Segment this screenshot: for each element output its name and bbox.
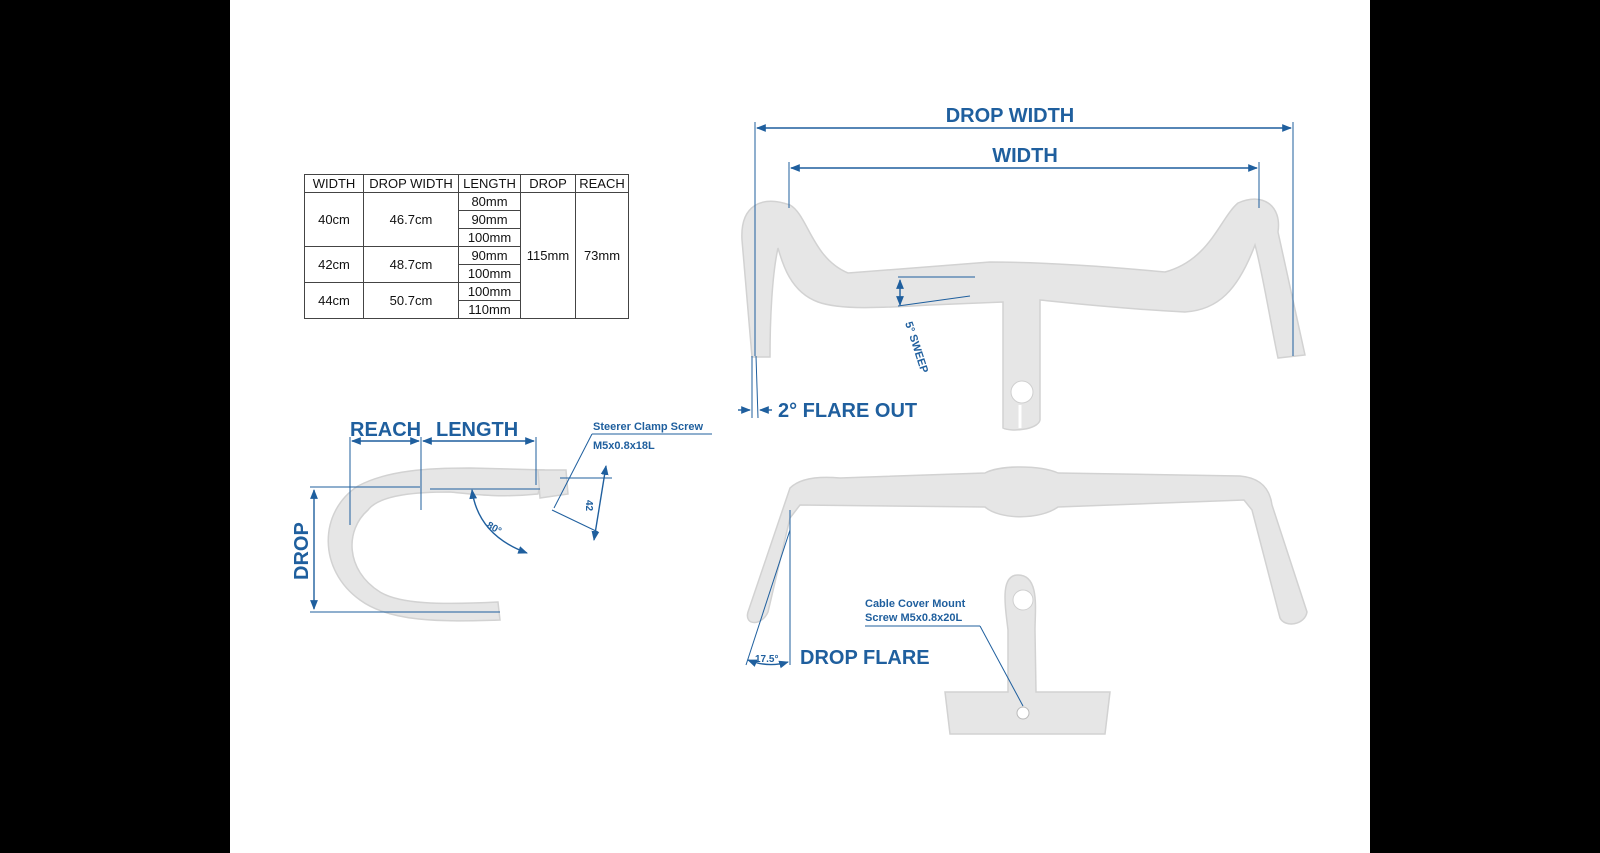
cell-dropwidth-467: 46.7cm: [363, 192, 459, 247]
cable-cover-callout: Cable Cover Mount Screw M5x0.8x20L: [865, 598, 1024, 707]
reach-length-dimension: REACH LENGTH: [349, 419, 537, 525]
dim-42-label: 42: [583, 500, 594, 512]
diagram-sheet: [230, 0, 1370, 853]
table-row: 110mm: [305, 300, 629, 319]
flare-out-dimension: 2° FLARE OUT: [738, 355, 917, 422]
steerer-clamp-spec: M5x0.8x18L: [593, 440, 655, 452]
flare-out-label: 2° FLARE OUT: [778, 400, 917, 422]
cable-cover-label: Cable Cover Mount: [865, 598, 966, 610]
cell-length: 110mm: [458, 300, 521, 319]
angle-80-label: 80°: [485, 520, 504, 537]
steerer-clamp-callout: Steerer Clamp Screw M5x0.8x18L: [553, 421, 712, 509]
header-width: WIDTH: [304, 174, 364, 193]
handlebar-rear-view: [746, 466, 1308, 735]
drop-flare-label: DROP FLARE: [800, 647, 930, 669]
cell-length: 100mm: [458, 282, 521, 301]
drop-flare-dimension: 17.5° DROP FLARE: [745, 510, 930, 669]
angle-80-dimension: 80°: [430, 488, 540, 554]
table-header-row: WIDTH DROP WIDTH LENGTH DROP REACH: [304, 174, 629, 193]
reach-label: REACH: [350, 419, 421, 441]
cell-length: 90mm: [458, 210, 521, 229]
table-row: 42cm 48.7cm 90mm: [304, 246, 629, 283]
width-dimension: WIDTH: [788, 145, 1260, 208]
header-reach: REACH: [575, 174, 629, 193]
size-spec-table: WIDTH DROP WIDTH LENGTH DROP REACH 40cm …: [304, 174, 629, 319]
cable-cover-spec: Screw M5x0.8x20L: [865, 612, 963, 624]
cell-dropwidth-507: 50.7cm: [363, 282, 459, 319]
width-label: WIDTH: [992, 145, 1058, 167]
cell-reach: 73mm: [575, 192, 629, 319]
drop-width-label: DROP WIDTH: [946, 105, 1075, 127]
sweep-label: 5° SWEEP: [902, 320, 930, 374]
steerer-clamp-label: Steerer Clamp Screw: [593, 421, 703, 433]
table-row: 44cm 50.7cm 100mm: [304, 282, 629, 319]
drop-width-dimension: DROP WIDTH: [754, 105, 1294, 356]
length-label: LENGTH: [436, 419, 518, 441]
cell-width-40: 40cm: [304, 192, 364, 247]
cell-drop: 115mm: [520, 192, 576, 319]
drop-label: DROP: [291, 522, 313, 580]
dim-42-dimension: 42: [551, 465, 612, 541]
handlebar-top-view: [741, 198, 1306, 431]
cell-width-44: 44cm: [304, 282, 364, 319]
table-row: 90mm: [305, 210, 629, 229]
angle-17-5-label: 17.5°: [755, 654, 778, 665]
drop-dimension: DROP: [291, 486, 500, 613]
handlebar-side-view: [327, 467, 569, 622]
table-row: 40cm 46.7cm 80mm 115mm 73mm: [304, 192, 629, 319]
